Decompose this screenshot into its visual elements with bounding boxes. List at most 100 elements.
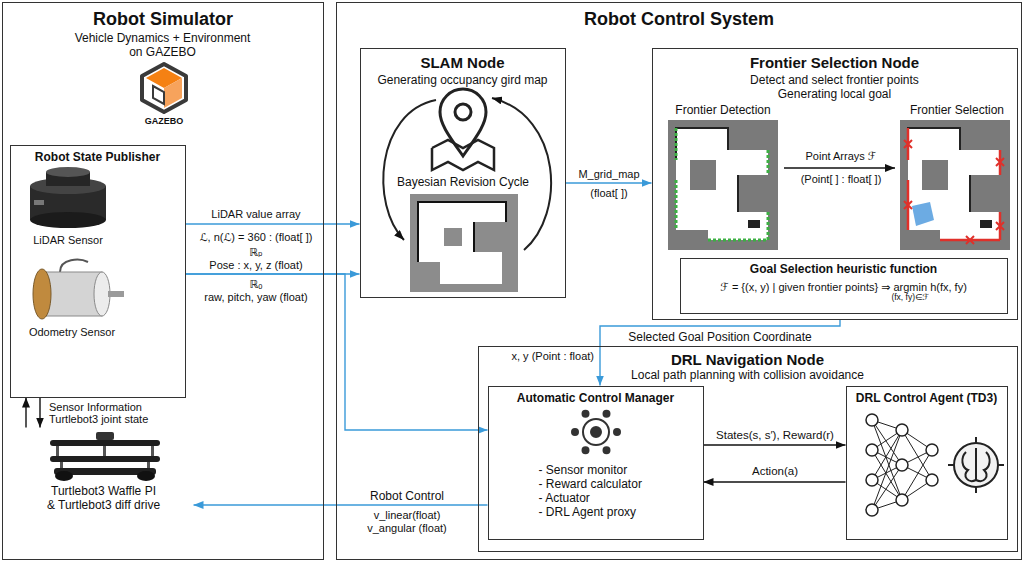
gazebo-logo — [142, 64, 186, 112]
node-text: ℱ = {(x, y) | given frontier points} ⇒ a… — [683, 280, 1005, 294]
frontier-detection-map — [668, 120, 778, 250]
gazebo-logo-part — [142, 64, 186, 112]
control-manager-icon-part — [614, 429, 620, 435]
neural-network-icon-part — [926, 444, 938, 456]
neural-network-icon-part — [926, 474, 938, 486]
odometry-sensor-icon-part — [94, 272, 110, 316]
node-text: Generating occupancy gird map — [363, 73, 563, 88]
connector-arrow — [39, 398, 40, 428]
connector-arrow — [704, 481, 846, 482]
annotation-label: raw, pitch, yaw (float) — [204, 291, 307, 304]
neural-network-icon-part — [896, 494, 908, 506]
annotation-label: Point Arrays ℱ — [805, 150, 876, 163]
lidar-sensor-icon-part — [30, 212, 106, 228]
neural-network-icon-part — [866, 414, 938, 516]
annotation-label: (float[ ]) — [590, 187, 627, 200]
annotation-label: ℝₚ — [249, 246, 262, 259]
control-manager-icon-part — [591, 427, 601, 437]
panel-box: Robot Control SystemSLAM NodeGenerating … — [336, 2, 1022, 560]
frontier-selection-map-part — [996, 158, 1004, 166]
process-box: DRL Navigation NodeLocal path planning w… — [478, 346, 1018, 552]
point-array-arrow — [784, 167, 895, 169]
turtlebot-robot-icon-part — [147, 462, 150, 468]
panel-box: Robot SimulatorVehicle Dynamics + Enviro… — [2, 2, 324, 560]
frontier-selection-map-part — [904, 201, 912, 209]
map-pin-icon — [432, 89, 494, 170]
annotation-label: Bayesian Revision Cycle — [397, 175, 529, 189]
occupancy-map-image-part — [418, 202, 506, 262]
occupancy-map-image-part — [444, 228, 462, 246]
neural-network-icon-part — [872, 420, 932, 510]
neural-network-icon-part — [866, 414, 878, 426]
node-title: SLAM Node — [363, 53, 563, 72]
lidar-sensor-icon — [30, 167, 106, 228]
connector-arrow — [566, 182, 652, 183]
odometry-sensor-icon — [33, 260, 124, 319]
edge-label: Robot Control — [369, 489, 445, 503]
neural-network-icon-part — [896, 424, 908, 436]
node-text: - Actuator — [539, 491, 590, 505]
occupancy-map-image-part — [473, 222, 475, 252]
frontier-selection-map — [900, 120, 1010, 250]
node-title: Robot Simulator — [5, 8, 321, 31]
gazebo-logo-part — [153, 86, 164, 104]
occupancy-map-image-part — [418, 202, 506, 284]
odometry-sensor-icon-part — [33, 269, 51, 319]
neural-network-icon — [866, 414, 938, 516]
robot-figure: Turtlebot3 Waffle PI & Turtlebot3 diff d… — [14, 428, 194, 542]
annotation-label: GAZEBO — [145, 116, 184, 127]
control-manager-icon-part — [583, 411, 589, 417]
annotation-label: v_linear(float) — [374, 509, 441, 522]
brain-chip-icon-part — [962, 452, 976, 481]
turtlebot-robot-icon-part — [103, 446, 106, 456]
control-manager-icon-part — [604, 411, 610, 417]
function-box: Goal Selection heuristic functionℱ = {(x… — [680, 258, 1008, 314]
connector-arrow — [25, 398, 26, 428]
publisher-box: Robot State Publisher — [10, 145, 186, 398]
frontier-selection-map-part — [966, 236, 974, 244]
brain-chip-icon — [948, 437, 1004, 493]
control-manager-icon-part — [604, 447, 610, 453]
frontier-detection-map-part — [708, 239, 768, 242]
neural-network-icon-part — [896, 459, 908, 471]
neural-network-icon-part — [866, 444, 878, 456]
node-title: Robot State Publisher — [13, 150, 183, 165]
odometry-sensor-icon-part — [44, 272, 102, 316]
annotation-label: Pose : x, y, z (float) — [209, 259, 302, 272]
annotation-label: Frontier Selection — [910, 103, 1004, 117]
lidar-sensor-icon-part — [46, 167, 90, 177]
frontier-selection-map-part — [996, 222, 1004, 230]
frontier-detection-map-part — [676, 128, 768, 240]
control-manager-icon-part — [583, 447, 589, 453]
annotation-label: (fx, fy)∈ℱ — [891, 292, 929, 302]
occupancy-map-image — [410, 194, 518, 292]
neural-network-icon-part — [866, 474, 878, 486]
turtlebot-robot-icon-part — [56, 446, 59, 456]
annotation-label: M_grid_map — [578, 168, 639, 181]
annotation-label: x, y (Point : float) — [511, 350, 594, 363]
annotation-label: (Point[ ] : float[ ]) — [801, 173, 882, 186]
node-title: Turtlebot3 Waffle PI & Turtlebot3 diff d… — [46, 484, 162, 512]
frontier-detection-map-part — [767, 150, 770, 175]
control-manager-icon-part — [572, 429, 578, 435]
turtlebot-robot-icon — [50, 432, 160, 481]
turtlebot-robot-icon-part — [50, 440, 160, 446]
annotation-label: ℝₒ — [250, 278, 263, 291]
edge-label: Selected Goal Position Coordinate — [627, 330, 812, 344]
manager-box: Automatic Control Manager- Sensor monito… — [488, 386, 704, 540]
control-manager-icon — [572, 411, 620, 453]
control-manager-icon-part — [583, 419, 609, 445]
node-title: DRL Control Agent (TD3) — [849, 391, 1005, 406]
annotation-label: LiDAR Sensor — [33, 234, 103, 247]
node-text: - DRL Agent proxy — [539, 505, 637, 519]
gazebo-logo-part — [164, 78, 182, 108]
turtlebot-robot-icon-part — [55, 471, 73, 481]
neural-network-icon-part — [866, 504, 878, 516]
frontier-selection-map-part — [900, 120, 1010, 250]
edge-label: Action(a) — [751, 464, 799, 478]
node-text: - Reward calculator — [539, 477, 642, 491]
frontier-selection-map-part — [908, 128, 1000, 240]
turtlebot-robot-icon-part — [60, 462, 63, 468]
map-pin-icon-part — [440, 89, 486, 156]
